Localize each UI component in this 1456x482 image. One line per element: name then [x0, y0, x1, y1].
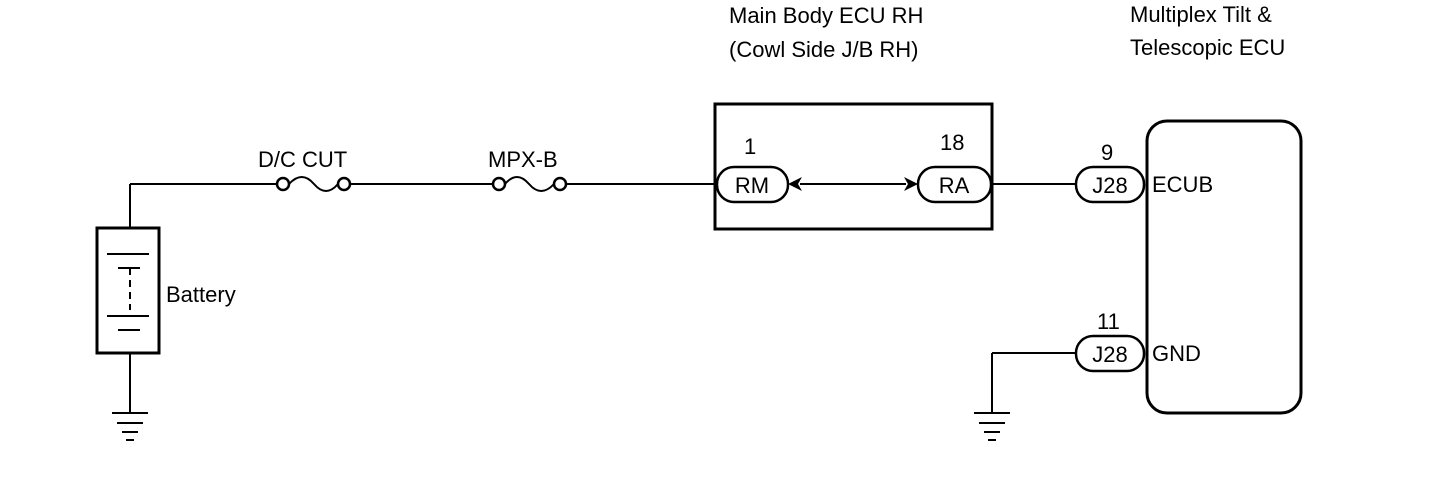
pin-rm-number: 1	[744, 134, 756, 159]
pin-ecub-signal: ECUB	[1152, 172, 1213, 197]
tilt-ground-icon	[974, 412, 1010, 441]
pin-ra-number: 18	[940, 130, 964, 155]
main-ecu-title-line1: Main Body ECU RH	[729, 3, 923, 28]
tilt-ecu-box	[1145, 119, 1303, 415]
connector-arrow-right-icon	[904, 177, 918, 191]
pin-gnd-terminal	[1074, 334, 1146, 373]
pin-ecub-terminal	[1074, 165, 1146, 204]
fuse-dc-cut-icon	[275, 176, 352, 192]
main-ecu-box	[713, 102, 994, 231]
pin-ra-terminal	[916, 165, 993, 204]
battery-circuit: Battery	[95, 184, 236, 441]
main-body-ecu: Main Body ECU RH (Cowl Side J/B RH) 1 RM…	[713, 3, 994, 231]
fuse-mpx-b-icon	[491, 176, 568, 192]
main-ecu-title-line2: (Cowl Side J/B RH)	[729, 37, 918, 62]
supply-wire: D/C CUT MPX-B	[130, 147, 717, 192]
battery-label: Battery	[166, 282, 236, 307]
connector-arrow-left-icon	[788, 177, 802, 191]
pin-ecub-number: 9	[1101, 140, 1113, 165]
pin-gnd-number: 11	[1097, 309, 1120, 334]
pin-ecub-connector: J28	[1092, 173, 1127, 198]
tilt-ecu-title-line1: Multiplex Tilt &	[1130, 2, 1272, 27]
pin-rm-terminal	[715, 165, 790, 204]
battery-symbol	[95, 226, 161, 355]
pin-ra-label: RA	[939, 173, 970, 198]
tilt-ecu-title-line2: Telescopic ECU	[1130, 35, 1285, 60]
pin-gnd-connector: J28	[1092, 342, 1127, 367]
battery-ground-icon	[112, 412, 148, 441]
pin-rm-label: RM	[735, 173, 769, 198]
tilt-telescopic-ecu: Multiplex Tilt & Telescopic ECU 9 J28 EC…	[1074, 2, 1303, 415]
pin-gnd-signal: GND	[1152, 341, 1201, 366]
fuse-mpx-b-label: MPX-B	[488, 147, 558, 172]
fuse-dc-cut-label: D/C CUT	[258, 147, 347, 172]
tilt-ground-circuit	[974, 352, 1076, 441]
